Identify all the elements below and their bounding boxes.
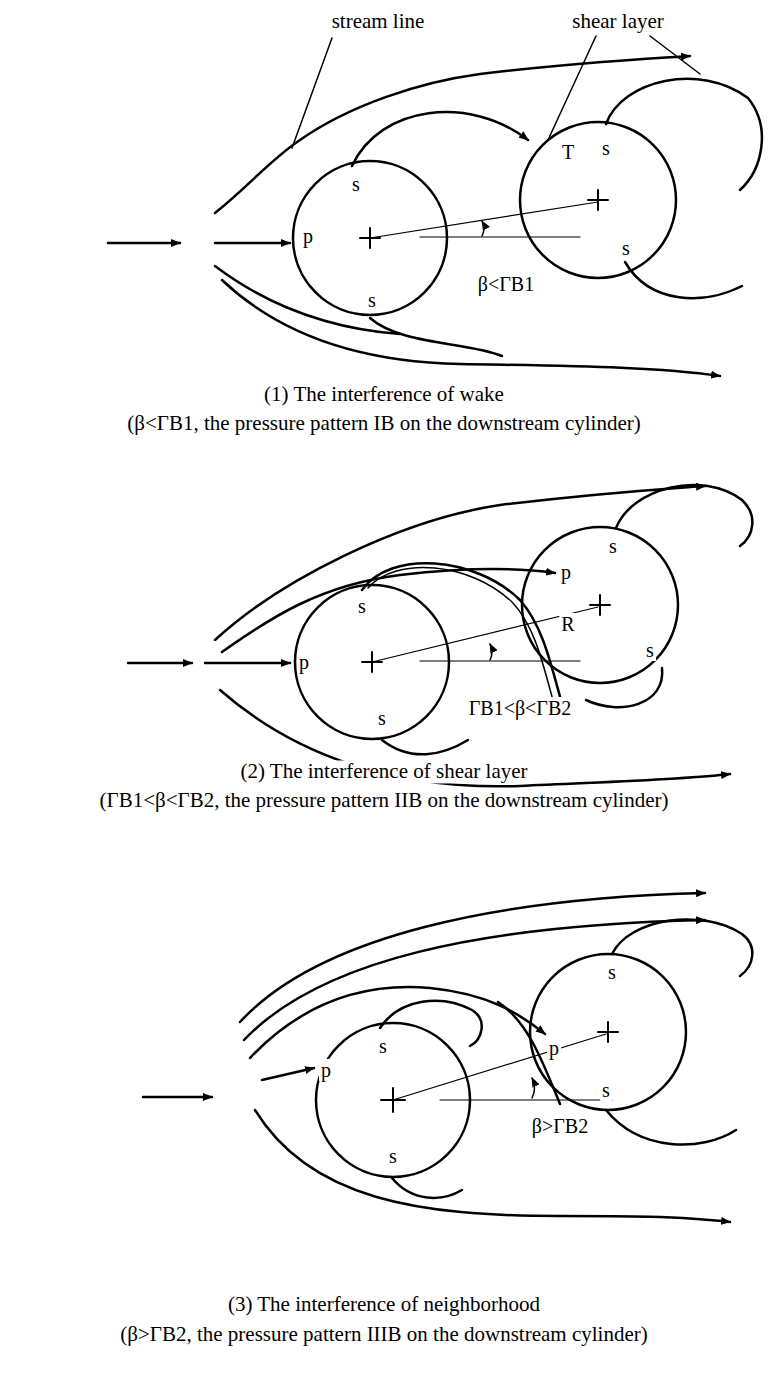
shear-layer (616, 485, 752, 546)
point-letter: s (366, 289, 378, 311)
angle-line (370, 202, 598, 238)
part-label: shear layer (570, 10, 666, 33)
panel-caption: (ΓB1<β<ΓB2, the pressure pattern IIB on … (98, 789, 671, 812)
shear-layer (382, 740, 468, 754)
shear-layer (380, 1001, 482, 1046)
point-letter: T (560, 141, 576, 163)
point-letter: s (387, 1145, 399, 1167)
point-letter: s (600, 1079, 612, 1101)
stream-line (255, 1110, 730, 1222)
shear-layer (586, 668, 662, 707)
point-letter: s (644, 639, 656, 661)
angle-arc (482, 221, 484, 236)
stream-line (215, 56, 690, 213)
point-letter: s (377, 1035, 389, 1057)
point-letter: s (620, 237, 632, 259)
point-letter: s (356, 595, 368, 617)
part-label: stream line (330, 10, 427, 33)
angle-label: ΓB1<β<ΓB2 (467, 697, 574, 719)
leader-line (548, 36, 596, 140)
stream-line (244, 920, 705, 1040)
panel-caption: (β>ΓB2, the pressure pattern IIIB on the… (118, 1323, 649, 1346)
point-letter: p (319, 1059, 333, 1081)
stream-line (220, 690, 730, 786)
point-letter: R (559, 613, 576, 635)
point-letter: p (297, 651, 311, 673)
center-cross (362, 595, 610, 672)
center-cross (360, 190, 608, 248)
angle-label: β<ΓB1 (476, 273, 536, 295)
inflow-arrow (143, 1096, 212, 1099)
shear-layer (352, 112, 528, 166)
inflow-arrow (108, 242, 180, 245)
angle-arc (532, 1078, 535, 1098)
shear-layer (606, 1110, 736, 1145)
leader-line (292, 38, 332, 148)
stream-line (215, 242, 290, 245)
shear-layer (362, 563, 562, 704)
angle-line (393, 1034, 612, 1100)
shear-layer (370, 318, 502, 356)
stream-line (222, 280, 720, 376)
panel-caption: (2) The interference of shear layer (238, 760, 529, 783)
angle-line (372, 607, 598, 662)
stream-line (250, 987, 545, 1058)
shear-layer (392, 1178, 462, 1198)
shear-layer (368, 567, 554, 704)
point-letter: s (606, 961, 618, 983)
point-letter: p (547, 1037, 561, 1059)
point-letter: s (607, 535, 619, 557)
stream-line (215, 266, 400, 334)
leader-line (650, 36, 700, 74)
shear-layer (606, 79, 762, 190)
shear-layer (498, 1002, 560, 1104)
panel-caption: (3) The interference of neighborhood (226, 1293, 542, 1316)
point-letter: s (600, 137, 612, 159)
angle-label: β>ΓB2 (530, 1115, 590, 1137)
panel-caption: (1) The interference of wake (262, 383, 506, 406)
stream-line (240, 893, 705, 1022)
point-letter: s (376, 707, 388, 729)
stream-line (262, 1068, 314, 1080)
point-letter: p (301, 225, 315, 247)
shear-layer (612, 919, 752, 976)
point-letter: p (559, 561, 573, 583)
stream-line (205, 662, 290, 665)
stream-line (215, 486, 705, 640)
shear-layer (625, 262, 742, 298)
panel-caption: (β<ΓB1, the pressure pattern IB on the d… (125, 412, 642, 435)
point-letter: s (350, 173, 362, 195)
inflow-arrow (128, 662, 192, 665)
angle-arc (490, 644, 492, 660)
center-cross (381, 1022, 618, 1112)
stream-line (222, 569, 555, 652)
